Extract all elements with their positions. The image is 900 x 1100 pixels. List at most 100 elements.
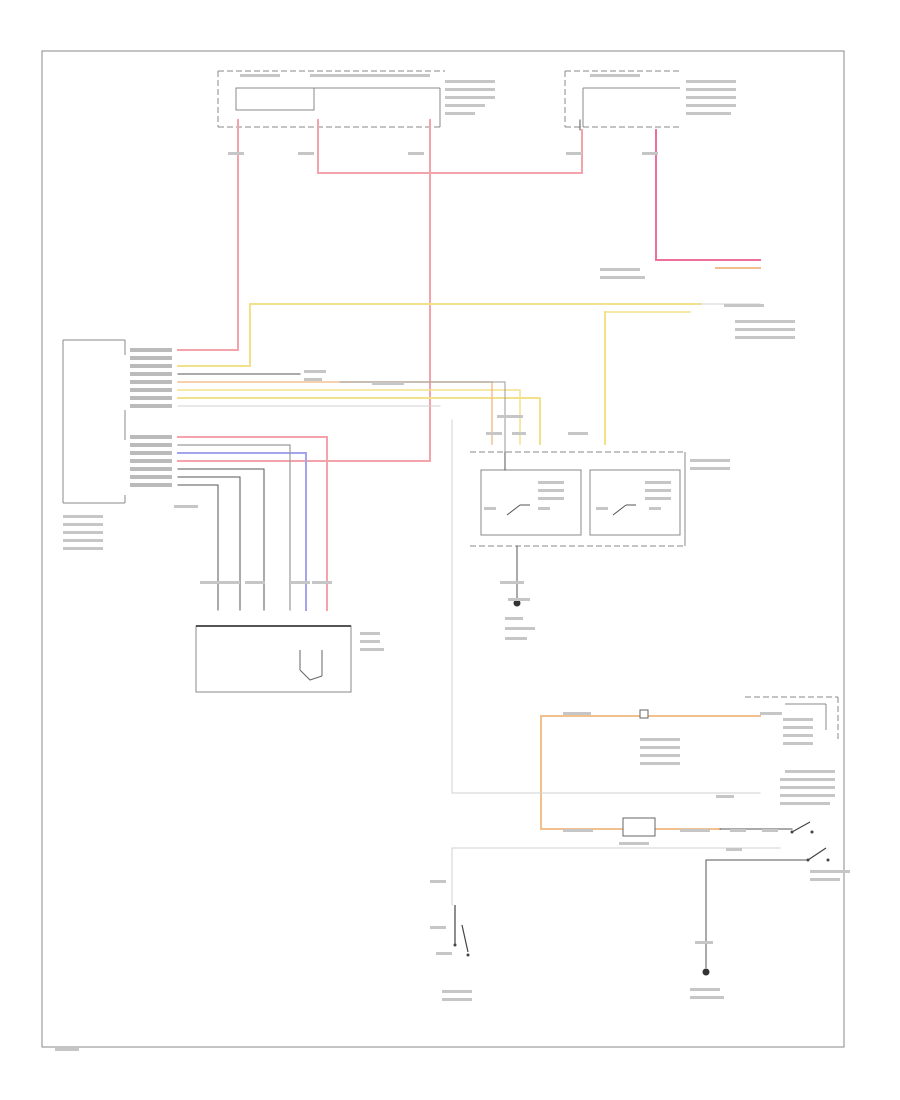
illegible-label [780,778,835,781]
wire-orange [540,715,624,830]
connector-pin [130,396,172,400]
illegible-label [505,627,535,630]
illegible-label [220,581,240,584]
illegible-label [726,848,742,851]
illegible-label [290,581,310,584]
illegible-label [640,762,680,765]
illegible-label [566,152,582,155]
wire-red [177,119,239,351]
connector-pin [130,483,172,487]
illegible-label [563,829,593,832]
illegible-label [690,459,730,462]
illegible-label [538,497,564,500]
illegible-label [442,990,472,993]
illegible-label [783,734,813,737]
wire-yellow-group [177,303,701,445]
illegible-label [360,632,380,635]
wire-yellow [177,397,541,445]
illegible-label [690,467,730,470]
connector-pin [130,380,172,384]
connector-pin [130,467,172,471]
wire-yellow [177,389,521,445]
illegible-label [372,382,404,385]
illegible-label [600,268,640,271]
connector-pin [130,372,172,376]
illegible-label [686,104,736,107]
illegible-label [690,996,724,999]
illegible-label [780,794,835,797]
illegible-label [686,96,736,99]
illegible-label [55,1048,79,1051]
illegible-label [640,738,680,741]
illegible-label [505,617,523,620]
illegible-label [686,112,731,115]
illegible-label [619,842,649,845]
illegible-label [505,637,527,640]
illegible-label [312,581,332,584]
connector-icon [639,709,649,719]
diagram-frame [41,50,845,1048]
illegible-label [716,795,734,798]
illegible-label [695,941,713,944]
wire-pink-group [655,129,761,261]
illegible-label [436,952,452,955]
illegible-label [304,378,322,381]
illegible-label [596,507,608,510]
illegible-label [590,74,640,77]
wire-red [177,436,328,611]
illegible-label [724,304,764,307]
illegible-label [642,152,658,155]
illegible-label [174,505,198,508]
connector-pin [130,356,172,360]
illegible-label [686,80,736,83]
illegible-label [730,829,746,832]
illegible-label [780,802,830,805]
illegible-label [445,96,495,99]
illegible-label [538,489,564,492]
illegible-label [538,481,564,484]
wire-orange [177,381,493,445]
wire-gray [339,381,506,453]
connector-pin [130,404,172,408]
illegible-label [63,539,103,542]
wire-gray-group [177,119,809,906]
connector-pin [130,443,172,447]
illegible-label [512,432,526,435]
wire-yellow [177,303,701,367]
illegible-label [63,523,103,526]
illegible-label [445,88,495,91]
illegible-label [442,998,472,1001]
illegible-label [445,104,485,107]
illegible-label [63,515,103,518]
illegible-label [735,336,795,339]
switch-icon [806,847,830,862]
illegible-label [690,988,720,991]
illegible-label [640,754,680,757]
connector-pin [130,348,172,352]
wire-red-group [177,119,583,611]
fuse-box-top-left [217,70,445,128]
illegible-label [600,276,645,279]
wire-gray [177,476,241,611]
wire-pink [655,129,761,261]
illegible-label [240,74,280,77]
illegible-label [245,581,265,584]
illegible-label [408,152,424,155]
illegible-label [735,320,795,323]
illegible-label [360,640,380,643]
illegible-label [484,507,496,510]
illegible-label [508,598,530,601]
illegible-label [783,742,813,745]
illegible-label [783,718,813,721]
wire-gray [177,444,291,611]
illegible-label [762,829,778,832]
illegible-label [445,112,475,115]
illegible-label [649,507,661,510]
wire-gray [177,484,219,611]
illegible-label [686,88,736,91]
illegible-label [680,829,710,832]
connector-pin [130,388,172,392]
wire-red [177,119,431,462]
illegible-label [486,432,502,435]
illegible-label [360,648,384,651]
